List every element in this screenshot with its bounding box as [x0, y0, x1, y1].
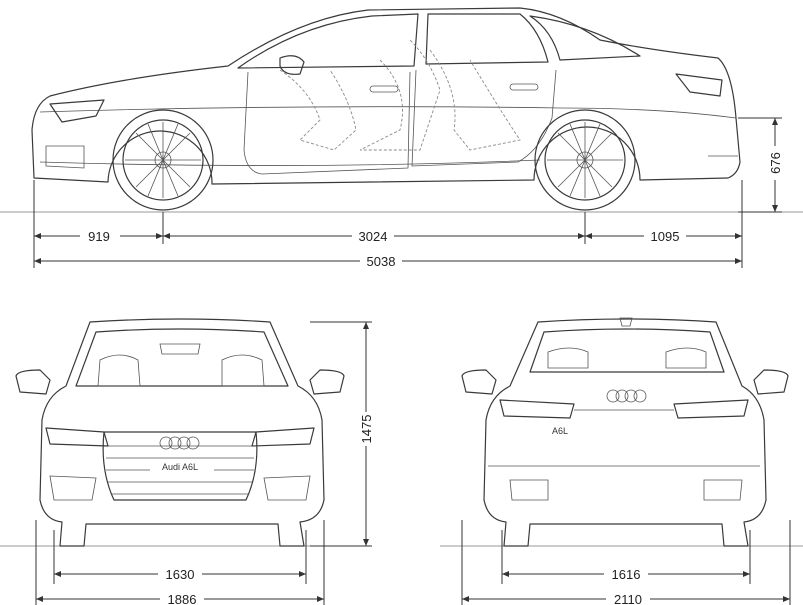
audi-rings-rear: [606, 389, 647, 403]
side-front-wheel: [112, 109, 214, 211]
rear-right-mirror: [753, 369, 789, 395]
front-body-outline: [39, 318, 325, 547]
rear-left-headrest: [547, 347, 589, 369]
side-front-seat: [279, 69, 357, 151]
dim-front-track: 1630: [166, 567, 195, 582]
side-headlight: [49, 99, 105, 123]
front-left-mirror: [15, 369, 51, 395]
front-dimension-arrows: [36, 322, 369, 602]
side-rear-window: [425, 13, 549, 65]
side-front-window: [237, 13, 419, 69]
side-view: 919 3024 1095 5038 676: [0, 7, 803, 269]
front-grille-bars: [106, 445, 254, 495]
side-mirror: [279, 55, 305, 75]
rear-window: [529, 328, 725, 373]
side-rear-wheel: [534, 109, 636, 211]
rear-model-badge: A6L: [552, 426, 568, 436]
rear-dimension-arrows: [462, 571, 790, 602]
front-model-badge: Audi A6L: [162, 462, 198, 472]
dim-overall-length: 5038: [367, 254, 396, 269]
dim-ground-to-bumper: 676: [768, 152, 783, 174]
rear-left-taillight: [499, 399, 575, 419]
side-rear-door: [411, 69, 557, 167]
rear-right-headrest: [665, 347, 707, 369]
side-dimension-arrows: [34, 118, 778, 264]
front-right-headlight: [251, 427, 315, 447]
side-character-line: [39, 106, 737, 119]
rear-left-exhaust: [509, 479, 549, 501]
dim-wheelbase: 3024: [359, 229, 388, 244]
side-front-grille-vent: [45, 145, 85, 169]
front-plate: [150, 460, 214, 474]
dim-rear-track: 1616: [612, 567, 641, 582]
side-rear-handle: [509, 83, 539, 91]
side-driver-seat: [359, 39, 441, 151]
side-dimension-lines: [33, 117, 782, 268]
dim-front-overhang: 919: [88, 229, 110, 244]
side-front-handle: [369, 85, 399, 93]
dim-overall-height: 1475: [359, 415, 374, 444]
side-taillight: [675, 73, 723, 97]
front-view: Audi A6L 1630 1886 1475: [0, 318, 374, 605]
rear-left-mirror: [461, 369, 497, 395]
dim-rear-overhang: 1095: [651, 229, 680, 244]
front-grille: [102, 431, 258, 501]
side-rear-seat: [429, 49, 521, 151]
side-front-door: [243, 71, 411, 175]
dim-width-rear: 2110: [614, 592, 642, 605]
front-right-seat: [221, 354, 265, 387]
side-sill-line: [39, 159, 541, 166]
front-left-foglight: [49, 475, 97, 501]
front-right-foglight: [263, 475, 311, 501]
front-rearview-mirror: [159, 343, 201, 355]
dim-width-front: 1886: [168, 592, 197, 605]
rear-antenna: [619, 317, 633, 327]
front-left-seat: [97, 354, 141, 387]
rear-view: A6L 1616 2110: [440, 317, 803, 605]
side-quarter-window: [529, 15, 641, 61]
front-left-headlight: [45, 427, 109, 447]
rear-right-exhaust: [703, 479, 743, 501]
front-right-mirror: [309, 369, 345, 395]
audi-rings-front: [159, 436, 200, 450]
rear-right-taillight: [673, 399, 749, 419]
rear-body-outline: [483, 318, 767, 547]
front-windshield: [75, 328, 289, 387]
side-body-outline: [31, 7, 741, 185]
